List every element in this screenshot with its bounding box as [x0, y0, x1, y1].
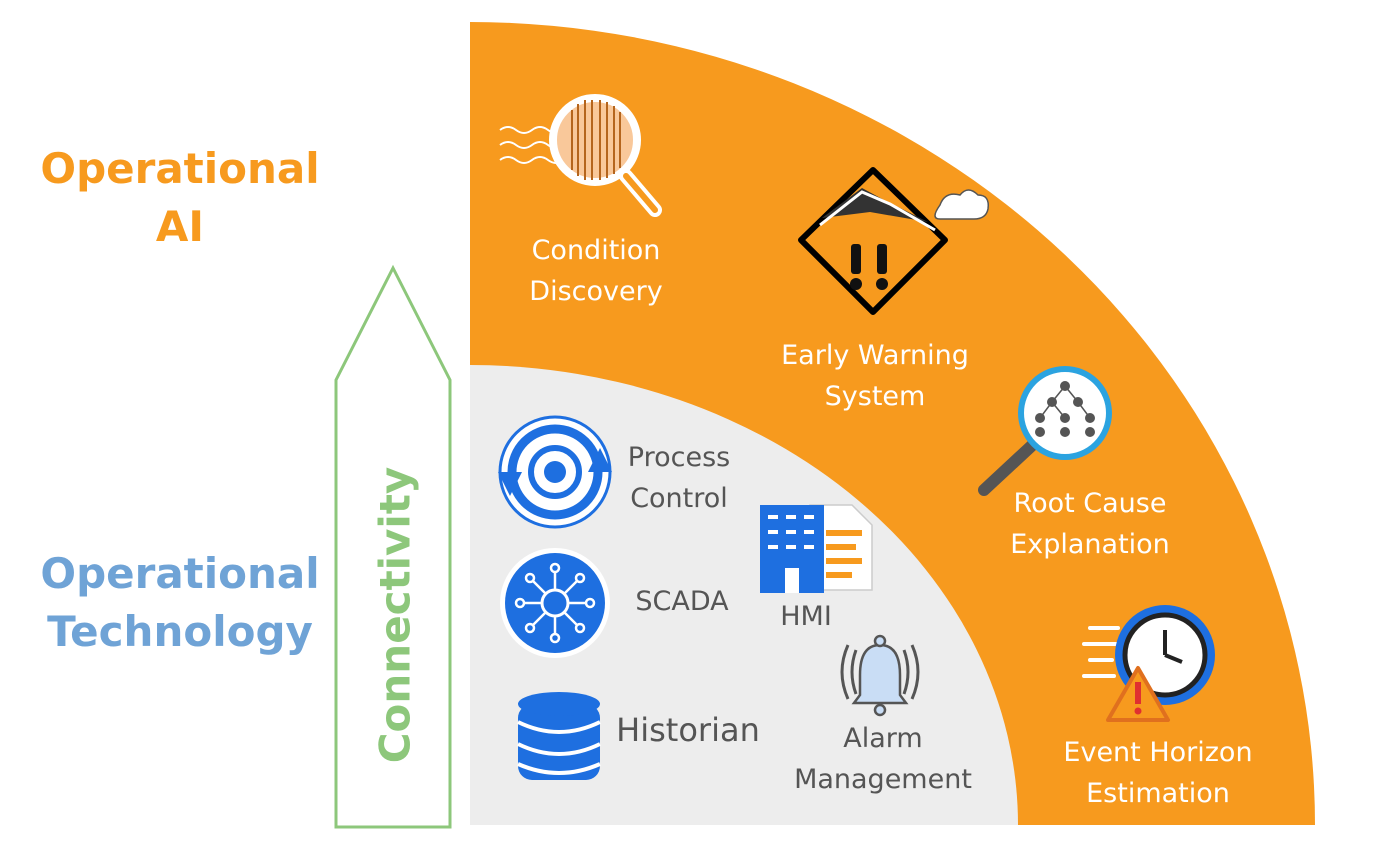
clock-alert-icon — [1082, 605, 1215, 722]
label-early-warning-system: Early Warning System — [760, 335, 990, 417]
label-line: Management — [794, 764, 972, 795]
label-process-control: Process Control — [614, 437, 744, 519]
scada-hub-icon — [500, 548, 610, 658]
label-line: HMI — [780, 601, 832, 632]
label-line: System — [824, 381, 926, 412]
label-line: Control — [630, 483, 728, 514]
building-document-icon — [760, 504, 873, 593]
label-hmi: HMI — [756, 596, 856, 637]
alarm-bell-icon — [840, 634, 920, 717]
connectivity-label: Connectivity — [370, 466, 420, 764]
label-scada: SCADA — [622, 581, 742, 622]
label-line: Root Cause — [1013, 488, 1167, 519]
label-root-cause-explanation: Root Cause Explanation — [990, 483, 1190, 565]
label-line: Event Horizon — [1063, 737, 1253, 768]
label-historian: Historian — [608, 710, 768, 751]
magnifier-network-icon — [978, 366, 1112, 496]
label-line: SCADA — [635, 586, 729, 617]
operational-ai-line1: Operational — [40, 144, 320, 193]
magnifier-signal-icon — [499, 94, 662, 217]
operational-technology-line2: Technology — [47, 607, 313, 656]
operational-ai-line2: AI — [155, 202, 205, 251]
operational-technology-line1: Operational — [40, 549, 320, 598]
operational-technology-title: Operational Technology — [30, 545, 330, 661]
connectivity-arrow — [334, 264, 452, 829]
label-line: Process — [627, 442, 731, 473]
database-icon — [517, 692, 601, 780]
label-line: Historian — [616, 711, 760, 749]
label-line: Explanation — [1010, 529, 1170, 560]
label-line: Estimation — [1086, 778, 1230, 809]
label-line: Discovery — [529, 276, 663, 307]
label-condition-discovery: Condition Discovery — [496, 230, 696, 312]
label-line: Early Warning — [781, 340, 969, 371]
operational-ai-title: Operational AI — [30, 140, 330, 256]
label-line: Condition — [531, 235, 661, 266]
label-event-horizon-estimation: Event Horizon Estimation — [1048, 732, 1268, 814]
label-alarm-management: Alarm Management — [778, 718, 988, 800]
process-gear-icon — [498, 415, 612, 529]
label-line: Alarm — [843, 723, 923, 754]
avalanche-warning-icon — [798, 167, 990, 315]
